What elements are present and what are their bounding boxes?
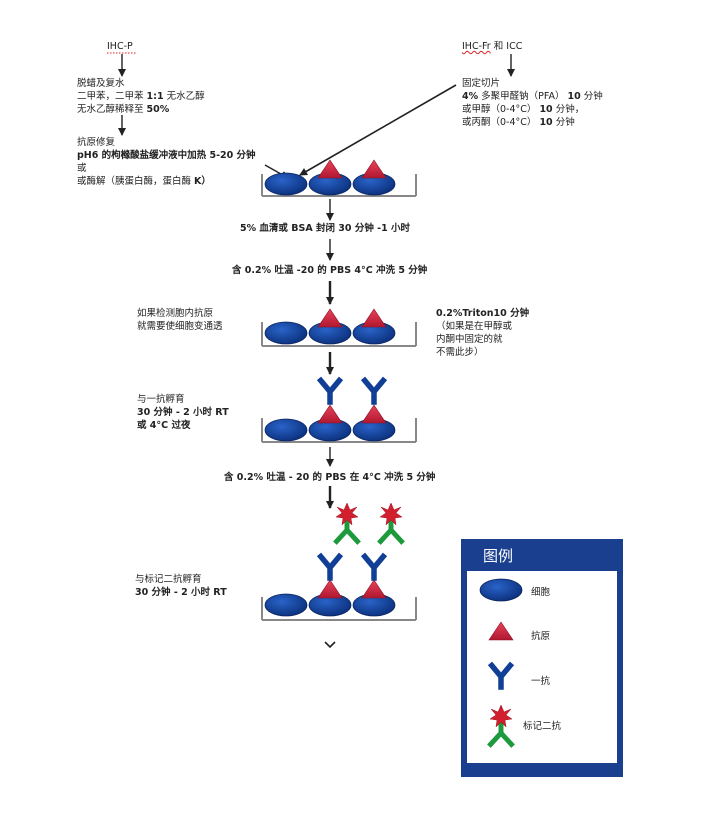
legend-title: 图例 (483, 547, 514, 565)
primary-3: 或 4°C 过夜 (137, 420, 191, 431)
retrieval-or: 或 (77, 163, 87, 174)
perm-left-2: 就需要使细胞变通透 (137, 321, 223, 332)
legend-body: 细胞 抗原 一抗 标记二抗 (467, 571, 617, 763)
legend-secondary-antibody-icon (489, 704, 513, 746)
slide-1 (261, 159, 417, 197)
legend-panel: 图例 细胞 抗原 一抗 标记二抗 (461, 539, 623, 777)
ihc-p-label: IHC-P (107, 41, 133, 52)
fix-title: 固定切片 (462, 78, 501, 89)
block-step: 5% 血清或 BSA 封闭 30 分钟 -1 小时 (240, 223, 410, 234)
perm-right-2: （如果是在甲醇或 (436, 321, 513, 332)
arrow-to-slide-right (299, 84, 457, 176)
retrieval-line1: pH6 的枸橼酸盐缓冲液中加热 5-20 分钟 (77, 150, 256, 161)
slide-4 (261, 554, 417, 621)
wash1-step: 含 0.2% 吐温 -20 的 PBS 4°C 冲洗 5 分钟 (232, 265, 428, 276)
secondary-1: 与标记二抗孵育 (135, 574, 202, 585)
primary-2: 30 分钟 - 2 小时 RT (137, 407, 229, 418)
dewax-title: 脱蜡及复水 (77, 78, 125, 89)
dewax-line2: 无水乙醇稀释至 50% (77, 104, 170, 115)
chevron-down-icon (324, 641, 336, 649)
ihc-fr-label: IHC-Fr 和 ICC (462, 41, 523, 52)
legend-antigen-label: 抗原 (531, 631, 551, 642)
secondary-antibodies (335, 502, 403, 543)
perm-right-4: 不需此步） (436, 347, 484, 358)
wash2-step: 含 0.2% 吐温 - 20 的 PBS 在 4°C 冲洗 5 分钟 (224, 472, 436, 483)
secondary-2: 30 分钟 - 2 小时 RT (135, 587, 227, 598)
dewax-line1: 二甲苯，二甲苯 1:1 无水乙醇 (77, 91, 205, 102)
legend-secondary-label: 标记二抗 (523, 721, 562, 732)
legend-cell-icon (479, 578, 523, 602)
perm-right-1: 0.2%Triton10 分钟 (436, 308, 530, 319)
legend-cell-label: 细胞 (531, 587, 551, 598)
retrieval-title: 抗原修复 (77, 137, 116, 148)
retrieval-line2: 或酶解（胰蛋白酶，蛋白酶 K） (77, 176, 211, 187)
legend-antigen-icon (488, 621, 514, 641)
slide-2 (261, 308, 417, 347)
legend-icons (479, 578, 523, 763)
legend-primary-antibody-icon (490, 663, 512, 689)
fix-line1: 4% 多聚甲醛钠（PFA） 10 分钟 (462, 91, 603, 102)
fix-line3: 或丙酮（0-4°C） 10 分钟 (462, 117, 575, 128)
perm-right-3: 内酮中固定的就 (436, 334, 503, 345)
slide-3 (261, 378, 417, 443)
legend-primary-label: 一抗 (531, 676, 551, 687)
perm-left-1: 如果检测胞内抗原 (137, 308, 214, 319)
primary-1: 与一抗孵育 (137, 394, 185, 405)
fix-line2: 或甲醇（0-4°C） 10 分钟， (462, 104, 585, 115)
